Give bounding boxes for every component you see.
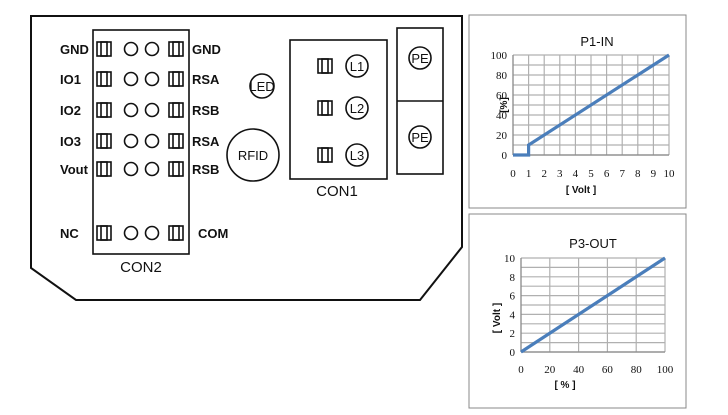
led-component <box>249 73 275 99</box>
rfid-label: RFID <box>238 148 268 163</box>
x-tick-label: 0 <box>518 364 524 376</box>
con2-left-label: IO1 <box>60 72 81 87</box>
con2-row-4 <box>96 133 184 149</box>
x-tick-label: 40 <box>573 364 585 376</box>
y-tick-label: 80 <box>496 70 508 82</box>
con1-line-label: L2 <box>350 101 364 116</box>
con2-row-6 <box>96 225 184 241</box>
con2-right-label: COM <box>198 226 228 241</box>
led-label: LED <box>249 79 274 94</box>
y-tick-label: 10 <box>504 253 516 265</box>
con2-left-label: Vout <box>60 162 89 177</box>
chart-title: P1-IN <box>580 34 613 49</box>
con2-row-5 <box>96 161 184 177</box>
con2-left-label: NC <box>60 226 79 241</box>
con2-row-1 <box>96 41 184 57</box>
con2-left-label: GND <box>60 42 89 57</box>
x-tick-label: 10 <box>664 168 676 180</box>
con2-title: CON2 <box>120 259 162 276</box>
chart-p3-out: 0 20 40 60 80 100 0 2 4 6 8 10 P3-OUT [ % ] [ Volt ] <box>492 236 674 391</box>
y-tick-label: 100 <box>491 50 508 62</box>
x-tick-label: 1 <box>526 168 532 180</box>
y-tick-label: 6 <box>510 291 516 303</box>
chart-panel-p1-in <box>468 14 687 209</box>
x-tick-label: 6 <box>604 168 610 180</box>
rfid-component <box>226 128 280 182</box>
chart-panel-p3-out <box>468 213 687 409</box>
pe-label: PE <box>411 51 429 66</box>
pe-block <box>396 27 444 175</box>
y-tick-label: 4 <box>510 309 516 321</box>
y-axis-label: [ Volt ] <box>492 303 503 333</box>
pe-label: PE <box>411 130 429 145</box>
x-tick-label: 60 <box>602 364 614 376</box>
y-tick-label: 0 <box>510 347 516 359</box>
x-tick-label: 0 <box>510 168 516 180</box>
y-tick-label: 8 <box>510 272 516 284</box>
x-tick-label: 7 <box>619 168 625 180</box>
con2-row-2 <box>96 71 184 87</box>
x-tick-label: 80 <box>631 364 643 376</box>
y-axis-label: [%] <box>499 97 510 113</box>
con1-line-label: L1 <box>350 59 364 74</box>
series-line <box>520 256 666 354</box>
con1-connector <box>289 39 388 180</box>
con2-left-label: IO3 <box>60 134 81 149</box>
x-tick-label: 9 <box>651 168 657 180</box>
con2-connector <box>92 29 190 255</box>
x-axis-label: [ Volt ] <box>566 185 596 196</box>
con2-row-3 <box>96 102 184 118</box>
con2-right-label: RSB <box>192 162 219 177</box>
y-tick-label: 40 <box>496 110 508 122</box>
con2-right-label: GND <box>192 42 221 57</box>
con1-title: CON1 <box>316 183 358 200</box>
x-tick-label: 4 <box>573 168 579 180</box>
x-tick-label: 100 <box>657 364 674 376</box>
con2-right-label: RSB <box>192 103 219 118</box>
con2-left-label: IO2 <box>60 103 81 118</box>
x-tick-label: 3 <box>557 168 563 180</box>
x-tick-label: 2 <box>541 168 547 180</box>
y-tick-label: 2 <box>510 328 516 340</box>
y-tick-label: 20 <box>496 130 508 142</box>
series-line <box>513 53 670 157</box>
con2-right-label: RSA <box>192 72 220 87</box>
x-tick-label: 5 <box>588 168 594 180</box>
y-tick-label: 0 <box>502 150 508 162</box>
y-tick-label: 60 <box>496 90 508 102</box>
x-axis-label: [ % ] <box>554 380 575 391</box>
x-tick-label: 20 <box>544 364 556 376</box>
x-tick-label: 8 <box>635 168 641 180</box>
chart-title: P3-OUT <box>569 236 617 251</box>
con2-right-label: RSA <box>192 134 220 149</box>
con1-line-label: L3 <box>350 148 364 163</box>
